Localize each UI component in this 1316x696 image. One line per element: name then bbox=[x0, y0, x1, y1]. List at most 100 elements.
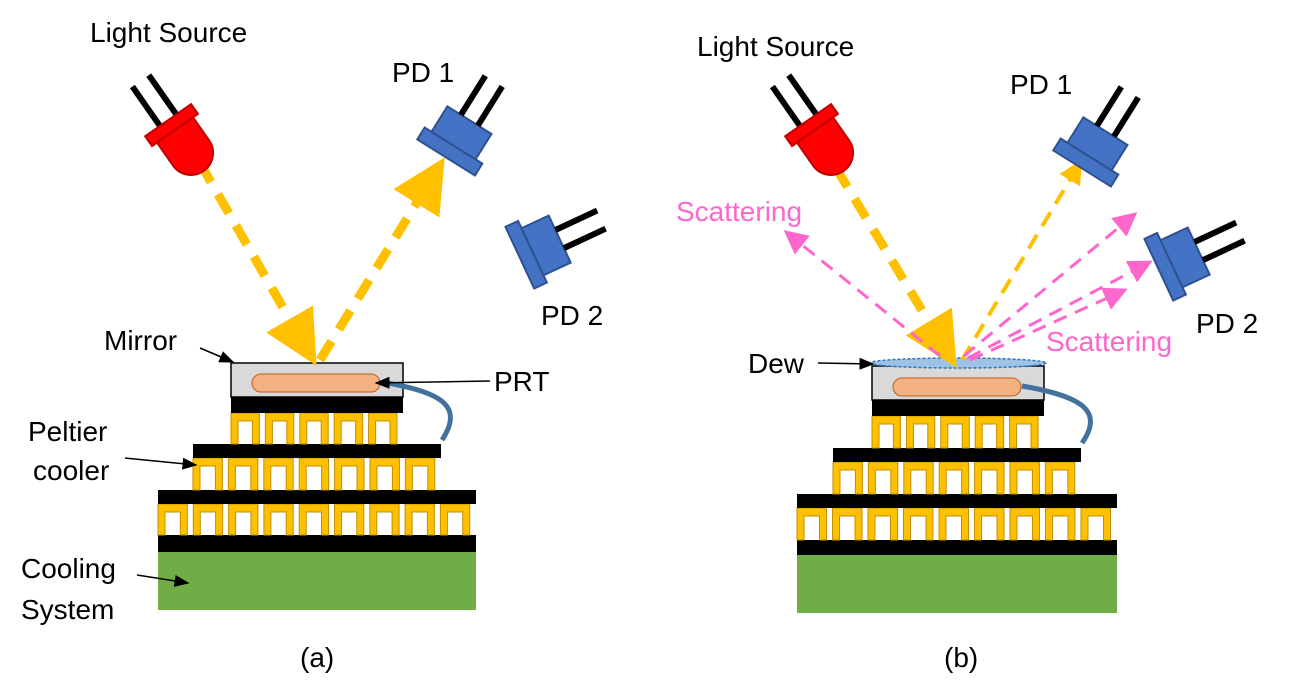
light-source-led bbox=[758, 65, 867, 187]
cooling-system-block bbox=[158, 552, 476, 610]
peltier-leg bbox=[974, 415, 1005, 449]
peltier-leg bbox=[368, 412, 398, 445]
peltier-leg bbox=[905, 415, 936, 449]
pd2-photodiode bbox=[505, 189, 615, 289]
peltier-leg bbox=[832, 507, 863, 541]
cooling-label-line2: System bbox=[21, 594, 114, 625]
cooling-label-line1: Cooling bbox=[21, 553, 116, 584]
peltier-leg bbox=[369, 503, 400, 536]
panel-b-caption: (b) bbox=[944, 642, 978, 673]
peltier-plate-bottom bbox=[158, 490, 476, 504]
panel-a-caption: (a) bbox=[300, 642, 334, 673]
peltier-leg bbox=[192, 503, 224, 536]
peltier-leg bbox=[369, 457, 400, 491]
peltier-leg bbox=[867, 461, 899, 495]
peltier-leg bbox=[299, 412, 329, 445]
scatter-ray-right-1 bbox=[963, 212, 1138, 358]
dew-label: Dew bbox=[748, 348, 805, 379]
peltier-stage-middle bbox=[832, 461, 1076, 495]
prt-wire bbox=[381, 379, 453, 442]
scattering-label-right: Scattering bbox=[1046, 326, 1172, 357]
peltier-leg bbox=[871, 415, 901, 449]
peltier-leg bbox=[867, 507, 898, 541]
light-source-label: Light Source bbox=[90, 17, 247, 48]
mirror-pointer bbox=[199, 347, 235, 363]
peltier-leg bbox=[1009, 507, 1040, 541]
prt-pointer bbox=[374, 376, 491, 389]
dew-layer bbox=[869, 357, 1047, 369]
peltier-leg bbox=[263, 503, 294, 536]
peltier-plate-bottom bbox=[797, 494, 1117, 508]
peltier-leg bbox=[1009, 461, 1040, 495]
peltier-plate-top bbox=[872, 400, 1044, 416]
panel-b: Light Source PD 1 PD 2 Dew Scattering Sc… bbox=[676, 31, 1258, 673]
peltier-leg bbox=[227, 457, 259, 491]
dew-pointer bbox=[817, 357, 875, 370]
pd2-photodiode bbox=[1144, 201, 1254, 301]
peltier-leg bbox=[264, 412, 295, 445]
peltier-leg bbox=[230, 412, 260, 445]
light-source-led bbox=[118, 65, 227, 187]
cooling-system-block bbox=[797, 555, 1117, 613]
base-plate bbox=[797, 540, 1117, 555]
prt-wire bbox=[1021, 383, 1093, 445]
peltier-leg bbox=[938, 507, 969, 541]
reflected-beam bbox=[316, 157, 445, 363]
peltier-pointer bbox=[124, 457, 198, 470]
reflected-beam bbox=[960, 159, 1083, 362]
peltier-leg bbox=[903, 507, 934, 541]
peltier-label-line2: cooler bbox=[33, 455, 109, 486]
panel-a: Light Source PD 1 PD 2 Mirror PRT Peltie… bbox=[21, 17, 616, 673]
scatter-ray-left bbox=[783, 230, 941, 358]
peltier-leg bbox=[832, 461, 863, 495]
peltier-leg bbox=[938, 461, 970, 495]
peltier-leg bbox=[404, 457, 436, 491]
peltier-label-line1: Peltier bbox=[28, 416, 107, 447]
peltier-stage-top bbox=[230, 412, 398, 445]
peltier-leg bbox=[334, 503, 365, 536]
peltier-leg bbox=[298, 457, 330, 491]
pd1-label: PD 1 bbox=[392, 57, 454, 88]
peltier-leg bbox=[334, 457, 365, 491]
scatter-ray-right-3 bbox=[969, 287, 1128, 362]
scatter-ray-right-2 bbox=[967, 260, 1153, 360]
peltier-leg bbox=[903, 461, 934, 495]
peltier-stage-bottom bbox=[157, 503, 471, 536]
pd2-label: PD 2 bbox=[541, 300, 603, 331]
peltier-plate-top bbox=[231, 397, 403, 413]
peltier-leg bbox=[974, 507, 1005, 541]
peltier-leg bbox=[298, 503, 329, 536]
mirror-label: Mirror bbox=[104, 325, 177, 356]
base-plate bbox=[158, 535, 476, 552]
peltier-leg bbox=[1080, 507, 1111, 541]
peltier-leg bbox=[796, 507, 827, 541]
cooling-pointer bbox=[136, 574, 190, 587]
prt-label: PRT bbox=[494, 366, 550, 397]
peltier-leg bbox=[1045, 507, 1076, 541]
peltier-plate-middle bbox=[833, 448, 1081, 462]
prt-sensor bbox=[251, 373, 381, 393]
peltier-leg bbox=[439, 503, 471, 536]
pd1-label: PD 1 bbox=[1010, 69, 1072, 100]
peltier-plate-middle bbox=[193, 444, 441, 458]
pd2-label: PD 2 bbox=[1196, 308, 1258, 339]
peltier-leg bbox=[940, 415, 970, 449]
peltier-leg bbox=[1009, 415, 1039, 449]
prt-sensor bbox=[892, 377, 1022, 397]
peltier-leg bbox=[228, 503, 259, 536]
scattering-label-left: Scattering bbox=[676, 196, 802, 227]
peltier-leg bbox=[1044, 461, 1076, 495]
peltier-leg bbox=[263, 457, 294, 491]
peltier-leg bbox=[974, 461, 1005, 495]
peltier-stage-top bbox=[871, 415, 1039, 449]
incident-beam bbox=[196, 160, 317, 366]
peltier-leg bbox=[333, 412, 364, 445]
peltier-stage-bottom bbox=[796, 507, 1111, 541]
peltier-leg bbox=[192, 457, 223, 491]
light-source-label: Light Source bbox=[697, 31, 854, 62]
peltier-stage-middle bbox=[192, 457, 436, 491]
peltier-leg bbox=[157, 503, 188, 536]
incident-beam bbox=[832, 165, 957, 368]
peltier-leg bbox=[404, 503, 435, 536]
